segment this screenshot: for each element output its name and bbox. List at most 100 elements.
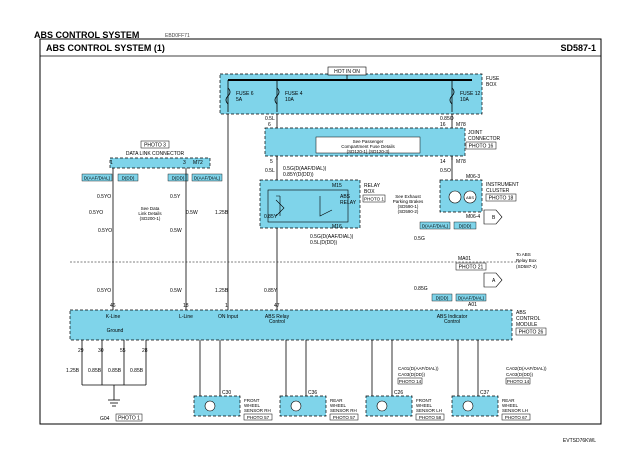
fuse-4-amp: 10A: [285, 97, 295, 103]
wire-085w: 0.5W: [170, 288, 182, 294]
fuse-4-name: FUSE 4: [285, 91, 303, 97]
see-passenger-3: (SD120-1) (SD120-3): [347, 149, 390, 154]
inst-conn-1: M06-3: [466, 174, 480, 180]
see-dlc-1: See Data: [141, 206, 160, 211]
ecm-ind-ctrl-2: Control: [444, 319, 460, 325]
wire-05y-a: 0.5Y: [170, 194, 181, 200]
ecm-photo: PHOTO 26: [519, 330, 544, 336]
sensor-conn: C30: [222, 390, 231, 396]
wire-05yo-b: 0.5YO: [89, 210, 103, 216]
to-abs-2: Relay Box: [516, 258, 537, 263]
sensor-coil-icon: [204, 400, 216, 412]
a01-tag-dd: D(DD): [436, 296, 449, 301]
fuse-box-label-2: BOX: [486, 82, 497, 88]
ecm-relay-ctrl-1: ABS Relay: [265, 314, 290, 320]
wire-085y-a: 0.85Y: [264, 214, 278, 220]
wire-085y-b: 0.85Y: [264, 288, 278, 294]
joint-label-1: JOINT: [468, 130, 482, 136]
see-exhaust-1: See Exhaust: [395, 194, 421, 199]
dlc-tag-3: D(DD): [172, 176, 185, 181]
pin-bot-55: 55: [120, 348, 126, 354]
relay-m15: M15: [332, 183, 342, 189]
joint-conn-m78-top: M78: [456, 122, 466, 128]
pin-bot-28: 28: [142, 348, 148, 354]
ecm-label-1: ABS: [516, 310, 527, 316]
to-abs-1: To ABS: [516, 252, 531, 257]
see-passenger-1: See Passenger: [353, 139, 384, 144]
dlc-pin-1: 1: [110, 160, 113, 166]
see-dlc-2: Link Details: [138, 211, 162, 216]
wire-05g-dd: 0.5G(D(AAF/DIAL)): [310, 234, 354, 240]
ecm-ign: ON Input: [218, 314, 239, 320]
inst-conn-2: M06-4: [466, 214, 480, 220]
inst-label-1: INSTRUMENT: [486, 182, 519, 188]
sensor-name-line: FRONT: [244, 398, 260, 403]
see-exhaust-3: (SD590-1): [398, 204, 419, 209]
wire-085g-right: 0.85G: [414, 286, 428, 292]
wire-05l-top: 0.5L: [265, 116, 275, 122]
ground-g04: G04: [100, 416, 110, 422]
ecm-lline: L-Line: [179, 314, 193, 320]
wheel-sensor-body: [279, 395, 327, 417]
inst-tag-dd: D(DD): [459, 224, 472, 229]
sensor-photo-box: [501, 413, 531, 421]
pin-top-18: 18: [183, 303, 189, 309]
wire-05yo-d: 0.5YO: [97, 288, 111, 294]
ground-symbol-icon: [108, 399, 120, 407]
wire-05yo-c: 0.5YO: [98, 228, 112, 234]
ecm-ind-ctrl-1: ABS Indicator: [437, 314, 468, 320]
inst-photo: PHOTO 18: [489, 196, 514, 202]
dlc-label: DATA LINK CONNECTOR: [126, 151, 185, 157]
sensor-name-line: WHEEL: [416, 403, 433, 408]
abs-relay-2: RELAY: [340, 200, 357, 206]
wire-085o-top: 0.85O: [440, 116, 454, 122]
ca-note-3: CA02(D(AAF/DIAL)): [506, 366, 547, 371]
sensor-photo: PHOTO 57: [333, 415, 356, 420]
ca-note-4: CA03(D(DD)): [506, 372, 534, 377]
ecm-relay-ctrl-2: Control: [269, 319, 285, 325]
box-code: SD587-1: [560, 43, 596, 53]
inst-tag-aaf: D(AAF/DIAL): [422, 224, 449, 229]
wire-05w-a: 0.5W: [186, 210, 198, 216]
relay-box: [259, 179, 361, 229]
sensor-name-line: SENSOR LH: [502, 408, 528, 413]
diagram-frame: [39, 38, 602, 425]
wire-05l-dd: 0.5L(D(DD)): [310, 240, 338, 246]
wire-05l-mid: 0.5L: [265, 168, 275, 174]
wire-05o-mid: 0.5O: [440, 168, 451, 174]
sensor-name-line: WHEEL: [502, 403, 519, 408]
abs-control-module: [69, 309, 513, 341]
sensor-coil-icon: [376, 400, 388, 412]
wire-085b-gnd1: 0.85B: [88, 368, 102, 374]
joint-conn-m78-bot: M78: [456, 159, 466, 165]
fuse-box-label-1: FUSE: [486, 76, 500, 82]
ecm-label-3: MODULE: [516, 322, 538, 328]
joint-photo: PHOTO 16: [469, 144, 494, 150]
inst-label-2: CLUSTER: [486, 188, 510, 194]
dlc-tag-4: D(AAF/DIAL): [194, 176, 221, 181]
sensor-name-line: WHEEL: [330, 403, 347, 408]
svg-text:B: B: [492, 215, 496, 221]
relay-box-label-1: RELAY: [364, 183, 381, 189]
see-passenger-2: Compartment Fuse Details: [341, 144, 395, 149]
relay-box-label-2: BOX: [364, 189, 375, 195]
sensor-name-line: REAR: [502, 398, 515, 403]
box-title: ABS CONTROL SYSTEM (1): [46, 43, 165, 53]
pin-bot-30: 30: [98, 348, 104, 354]
dlc-photo: PHOTO 3: [144, 143, 166, 149]
fuse-6: FUSE 6 5A: [225, 80, 254, 112]
sensor-name-line: SENSOR LH: [416, 408, 442, 413]
sensor-photo: PHOTO 57: [247, 415, 270, 420]
wire-05g-right: 0.5G: [414, 236, 425, 242]
wire-125b-gnd: 1.25B: [66, 368, 80, 374]
joint-pin-14: 14: [440, 159, 446, 165]
wire-085y-dd: 0.85Y(D(DD)): [283, 172, 314, 178]
relay-box-photo: PHOTO 1: [364, 197, 384, 202]
ca-note-1: CA01(D(AAF/DIAL)): [398, 366, 439, 371]
ca-note-photo-2: PHOTO 14: [507, 379, 530, 384]
wire-05w-b: 0.5W: [170, 228, 182, 234]
wire-05g-aaf: 0.5G(D(AAF/DIAL)): [283, 166, 327, 172]
wire-05yo-a: 0.5YO: [97, 194, 111, 200]
